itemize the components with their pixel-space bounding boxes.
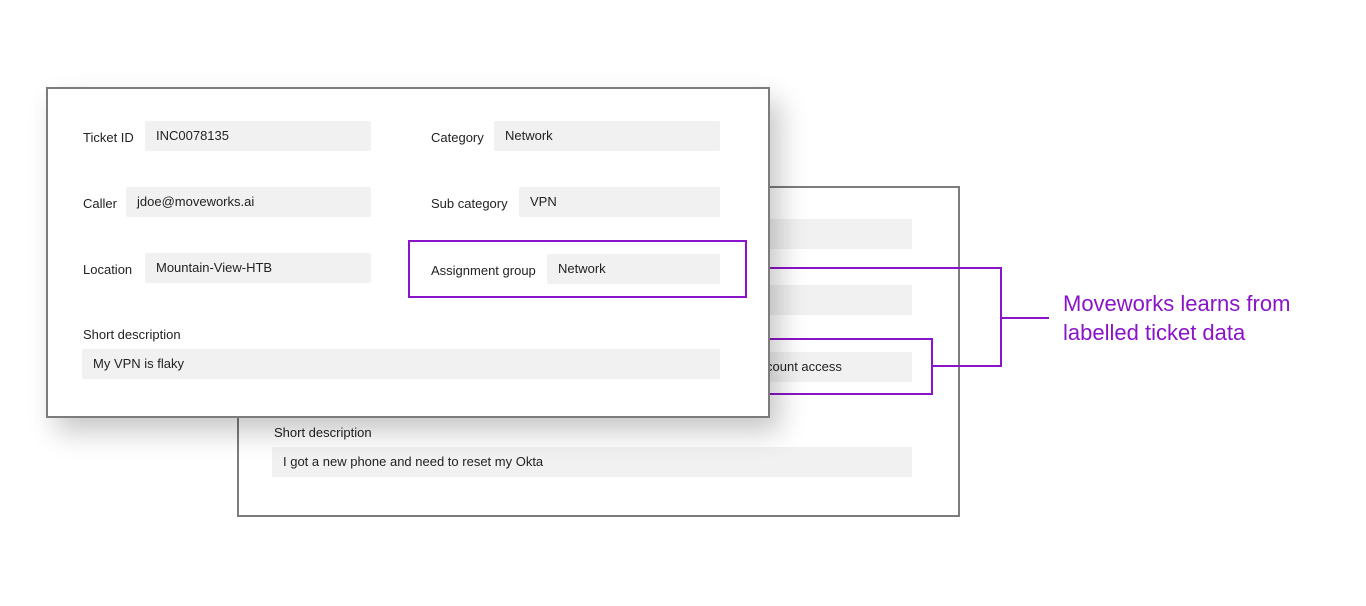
callout-line-2: labelled ticket data bbox=[1063, 320, 1246, 345]
sub-category-label: Sub category bbox=[431, 196, 508, 211]
assignment-group-label: Assignment group bbox=[431, 263, 536, 278]
back-field-row3-value: count access bbox=[766, 359, 842, 374]
assignment-group-value: Network bbox=[547, 254, 720, 284]
ticket-id-label: Ticket ID bbox=[83, 130, 134, 145]
location-label: Location bbox=[83, 262, 133, 277]
category-value: Network bbox=[494, 121, 720, 151]
caller-label: Caller bbox=[83, 196, 117, 211]
caller-value: jdoe@moveworks.ai bbox=[126, 187, 371, 217]
category-label: Category bbox=[431, 130, 484, 145]
ticket-id-value: INC0078135 bbox=[145, 121, 371, 151]
front-ticket-card: Ticket ID INC0078135 Category Network Ca… bbox=[46, 87, 770, 418]
location-value: Mountain-View-HTB bbox=[145, 253, 371, 283]
back-short-description-value: I got a new phone and need to reset my O… bbox=[272, 447, 912, 477]
back-short-description-label: Short description bbox=[274, 425, 372, 440]
callout-text: Moveworks learns from labelled ticket da… bbox=[1063, 289, 1353, 347]
sub-category-value: VPN bbox=[519, 187, 720, 217]
callout-line-1: Moveworks learns from bbox=[1063, 291, 1291, 316]
short-description-value: My VPN is flaky bbox=[82, 349, 720, 379]
short-description-label: Short description bbox=[83, 327, 181, 342]
